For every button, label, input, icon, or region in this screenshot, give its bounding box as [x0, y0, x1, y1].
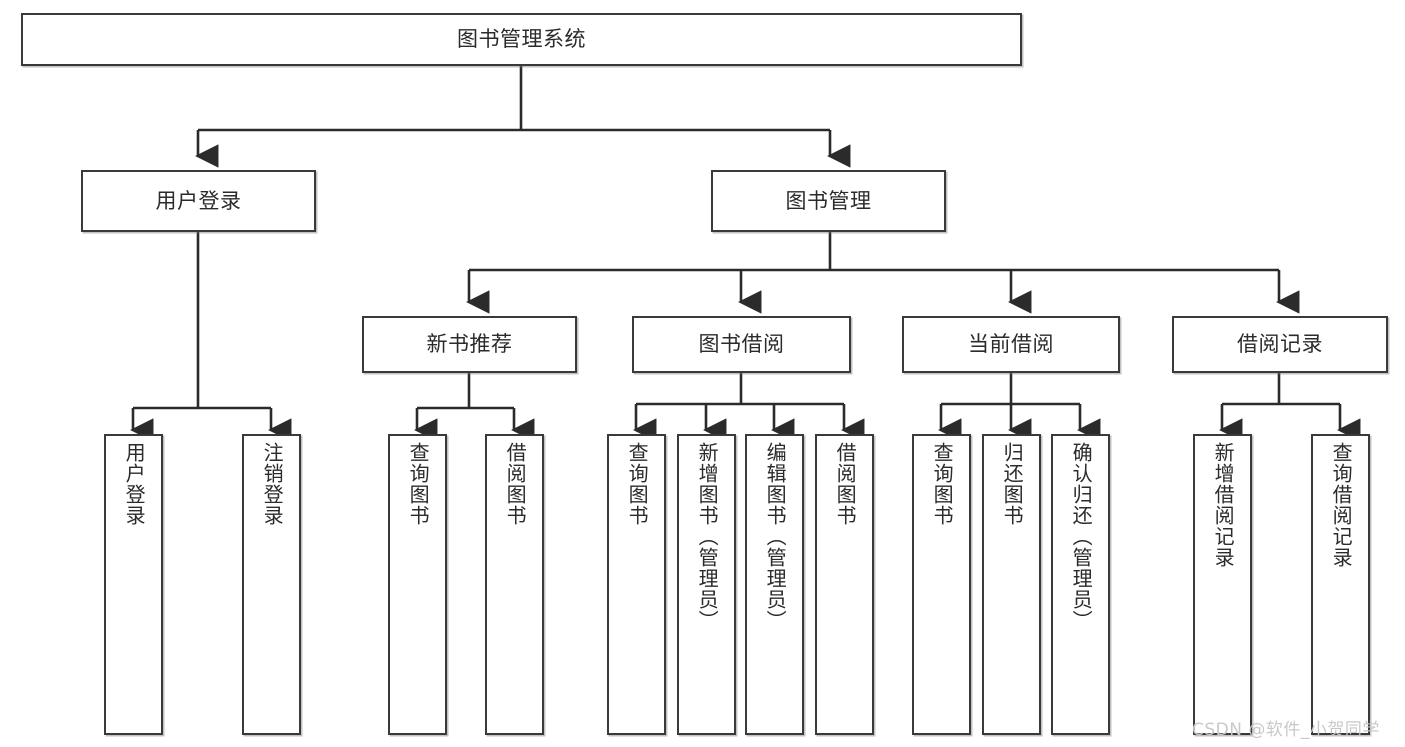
- leaf-add-book-admin[interactable]: 新增图书（管理员）: [677, 434, 736, 735]
- leaf-borrow-book[interactable]: 借阅图书: [815, 434, 874, 735]
- node-borrow-record[interactable]: 借阅记录: [1172, 316, 1388, 373]
- node-user-login-label: 用户登录: [155, 188, 242, 213]
- node-book-management[interactable]: 图书管理: [711, 170, 946, 232]
- node-book-borrow[interactable]: 图书借阅: [632, 316, 851, 373]
- leaf-edit-book-admin-label: 编辑图书（管理员）: [763, 442, 788, 631]
- node-borrow-record-label: 借阅记录: [1237, 332, 1323, 357]
- leaf-query-book-borrow[interactable]: 查询图书: [607, 434, 666, 735]
- node-book-management-label: 图书管理: [785, 188, 872, 213]
- leaf-logout[interactable]: 注销登录: [242, 434, 301, 735]
- leaf-confirm-return-admin[interactable]: 确认归还（管理员）: [1051, 434, 1110, 735]
- leaf-add-borrow-record-label: 新增借阅记录: [1211, 442, 1236, 568]
- leaf-query-book-recommend[interactable]: 查询图书: [388, 434, 447, 735]
- leaf-borrow-book-recommend[interactable]: 借阅图书: [485, 434, 544, 735]
- leaf-return-book-label: 归还图书: [1000, 442, 1025, 526]
- leaf-query-book-current-label: 查询图书: [930, 442, 955, 526]
- leaf-logout-label: 注销登录: [260, 442, 285, 526]
- leaf-confirm-return-admin-label: 确认归还（管理员）: [1069, 442, 1094, 631]
- leaf-borrow-book-label: 借阅图书: [833, 442, 858, 526]
- leaf-add-book-admin-label: 新增图书（管理员）: [695, 442, 720, 631]
- leaf-borrow-book-recommend-label: 借阅图书: [503, 442, 528, 526]
- node-root-label: 图书管理系统: [457, 27, 586, 52]
- leaf-query-book-borrow-label: 查询图书: [625, 442, 650, 526]
- leaf-user-login-label: 用户登录: [122, 442, 147, 526]
- node-book-borrow-label: 图书借阅: [698, 332, 785, 357]
- leaf-return-book[interactable]: 归还图书: [982, 434, 1041, 735]
- leaf-user-login[interactable]: 用户登录: [104, 434, 163, 735]
- leaf-query-borrow-record[interactable]: 查询借阅记录: [1311, 434, 1370, 735]
- node-user-login[interactable]: 用户登录: [81, 170, 316, 232]
- leaf-add-borrow-record[interactable]: 新增借阅记录: [1193, 434, 1252, 735]
- leaf-query-borrow-record-label: 查询借阅记录: [1329, 442, 1354, 568]
- node-new-book-recommend-label: 新书推荐: [426, 332, 513, 357]
- node-root[interactable]: 图书管理系统: [21, 13, 1022, 66]
- node-current-borrow[interactable]: 当前借阅: [902, 316, 1120, 373]
- leaf-query-book-recommend-label: 查询图书: [406, 442, 431, 526]
- node-new-book-recommend[interactable]: 新书推荐: [362, 316, 577, 373]
- csdn-watermark: CSDN @软件_小贺同学: [1192, 720, 1380, 740]
- node-current-borrow-label: 当前借阅: [968, 332, 1054, 357]
- leaf-query-book-current[interactable]: 查询图书: [912, 434, 971, 735]
- leaf-edit-book-admin[interactable]: 编辑图书（管理员）: [745, 434, 804, 735]
